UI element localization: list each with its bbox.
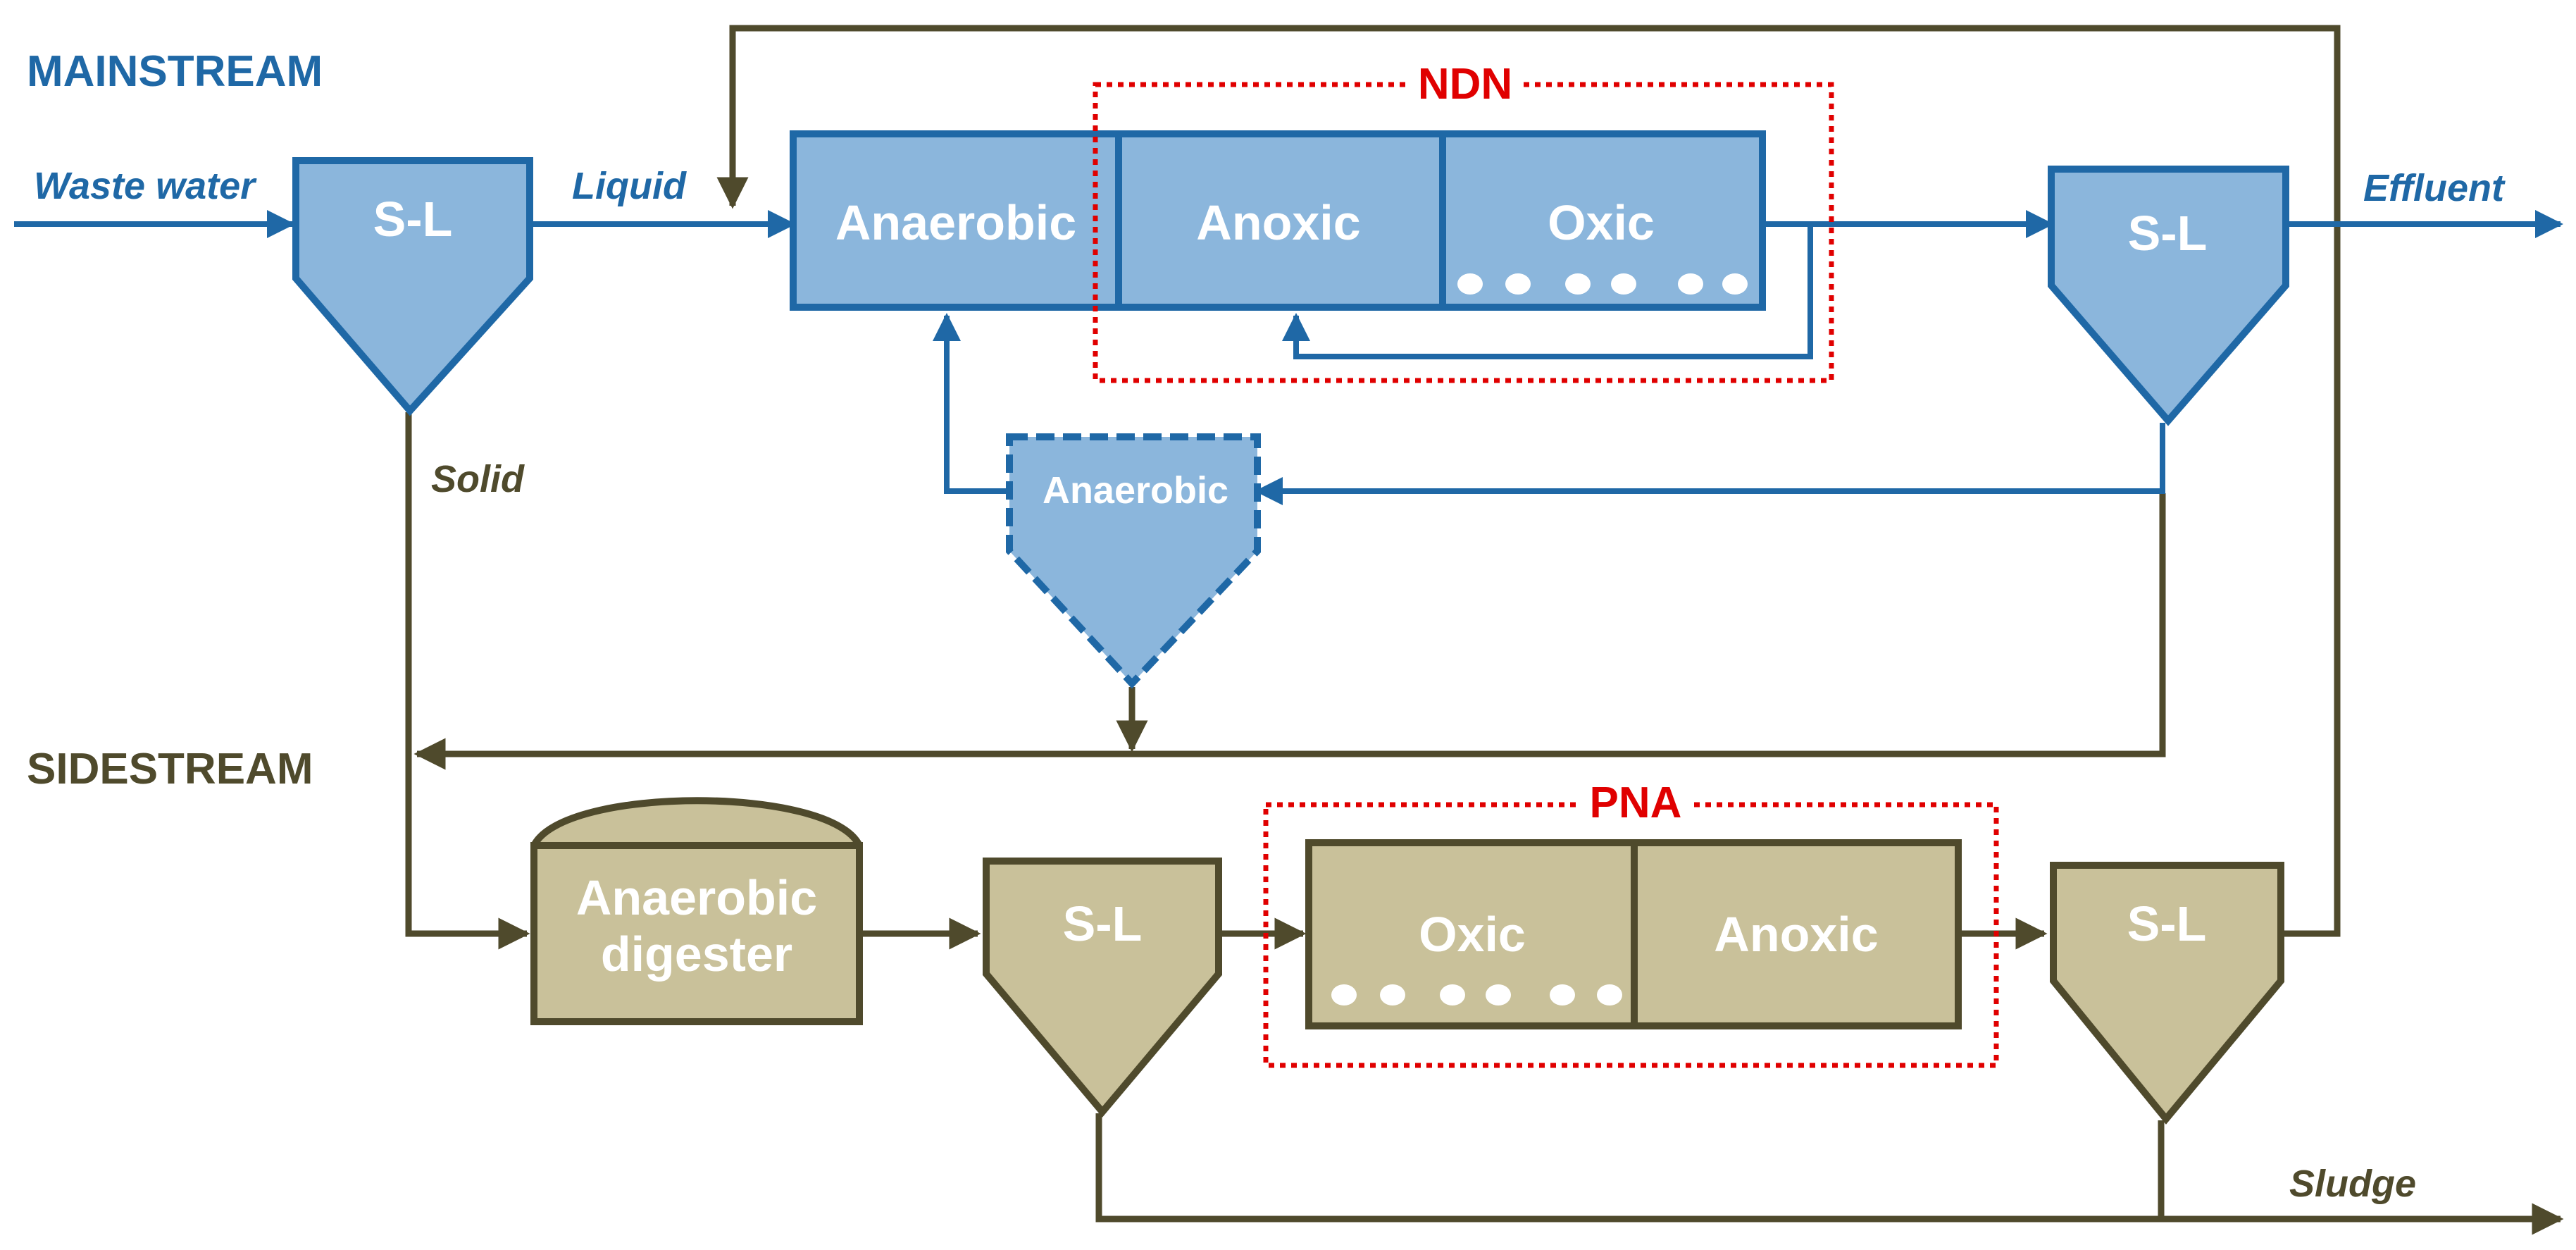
- sludge-pipe: [1095, 1113, 2564, 1235]
- ndn-zone-boundary: [1093, 82, 1834, 383]
- mainstream-pipes: [14, 210, 2563, 505]
- liquid-label: Liquid: [572, 165, 687, 207]
- pna-oxic-label: Oxic: [1419, 907, 1526, 962]
- sludge-label: Sludge: [2289, 1163, 2416, 1205]
- anaerobic-digester: Anaerobic digester: [530, 797, 863, 1025]
- pna-reactor: Oxic Anoxic: [1305, 839, 1962, 1029]
- pna-label-background: [1578, 775, 1694, 828]
- anoxic-zone: [1115, 130, 1446, 311]
- solid-pipe: [405, 412, 530, 950]
- pna-anoxic-zone: [1631, 839, 1962, 1029]
- mainstream-reactor: Anaerobic Anoxic Oxic: [790, 130, 1766, 311]
- side-tank-outlet-pipe: [933, 313, 1007, 494]
- sl-separator-4-label: S-L: [2127, 896, 2207, 951]
- oxic-zone: [1439, 130, 1766, 311]
- digester-label-line2: digester: [601, 927, 792, 982]
- solid-label: Solid: [431, 458, 525, 500]
- sidestream-heading: SIDESTREAM: [27, 745, 313, 793]
- pna-anoxic-label: Anoxic: [1714, 907, 1878, 962]
- anoxic-zone-label: Anoxic: [1196, 195, 1360, 250]
- oxic-zone-label: Oxic: [1548, 195, 1655, 250]
- sl-separator-2-label: S-L: [2128, 206, 2208, 261]
- sl-separator-3: S-L: [983, 858, 1222, 1118]
- sidestream-pipes: [405, 25, 2564, 1235]
- aeration-bubbles-icon: [1331, 984, 1622, 1005]
- ndn-label-background: [1409, 56, 1522, 109]
- ras-pipe: [1255, 423, 2165, 505]
- waste-water-label: Waste water: [34, 165, 257, 207]
- effluent-label: Effluent: [2363, 167, 2506, 209]
- nitrogen-return-pipe: [716, 25, 2341, 937]
- return-sludge-pipe: [413, 493, 2166, 770]
- sl-separator-2: S-L: [2048, 166, 2289, 426]
- mainstream-heading: MAINSTREAM: [27, 47, 323, 96]
- pna-oxic-zone: [1305, 839, 1638, 1029]
- side-anaerobic-tank: Anaerobic: [1006, 433, 1261, 689]
- sl-separator-3-label: S-L: [1063, 896, 1143, 951]
- internal-recycle-pipe: [1282, 221, 1813, 359]
- sl-separator-1: S-L: [292, 157, 533, 416]
- ndn-zone-label: NDN: [1418, 60, 1512, 109]
- pna-zone-label: PNA: [1590, 779, 1682, 827]
- anaerobic-zone-label: Anaerobic: [835, 195, 1076, 250]
- side-anaerobic-tank-label: Anaerobic: [1043, 469, 1228, 512]
- aeration-bubbles-icon: [1457, 273, 1748, 295]
- digester-label-line1: Anaerobic: [576, 870, 817, 925]
- sl-separator-4: S-L: [2050, 862, 2284, 1125]
- sl-separator-1-label: S-L: [373, 192, 453, 247]
